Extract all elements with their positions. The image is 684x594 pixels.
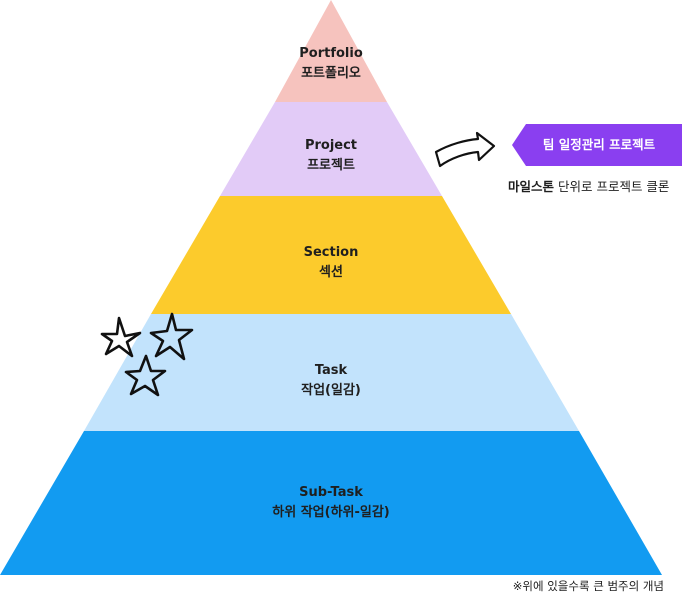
pyramid-level-section [151,196,511,314]
level-label-portfolio: Portfolio 포트폴리오 [299,44,363,84]
badge-shape [512,124,682,166]
level-label-subtask: Sub-Task 하위 작업(하위-일감) [272,483,389,523]
level-title: Sub-Task [299,485,363,500]
level-title: Section [303,245,359,260]
caption-bold: 마일스톤 [508,179,555,194]
level-subtitle: 프로젝트 [307,158,355,173]
badge-label: 팀 일정관리 프로젝트 [542,137,656,152]
milestone-caption: 마일스톤 단위로 프로젝트 클론 [508,176,669,195]
pyramid-level-task [84,314,579,431]
level-label-project: Project 프로젝트 [305,136,357,176]
level-label-section: Section 섹션 [304,243,359,283]
pyramid-level-subtask [0,431,662,575]
pyramid-level-portfolio [275,0,387,102]
caption-rest: 단위로 프로젝트 클론 [554,179,670,194]
level-title: Project [304,138,358,153]
pyramid-level-project [220,102,442,196]
level-label-task: Task 작업(일감) [301,361,361,401]
level-title: Portfolio [299,46,363,61]
level-title: Task [314,363,348,378]
level-subtitle: 작업(일감) [301,383,361,398]
project-badge: 팀 일정관리 프로젝트 [512,124,682,166]
level-subtitle: 하위 작업(하위-일감) [272,505,390,520]
level-subtitle: 섹션 [319,265,343,280]
level-subtitle: 포트폴리오 [301,66,361,81]
footnote: ※위에 있을수록 큰 범주의 개념 [512,579,664,593]
